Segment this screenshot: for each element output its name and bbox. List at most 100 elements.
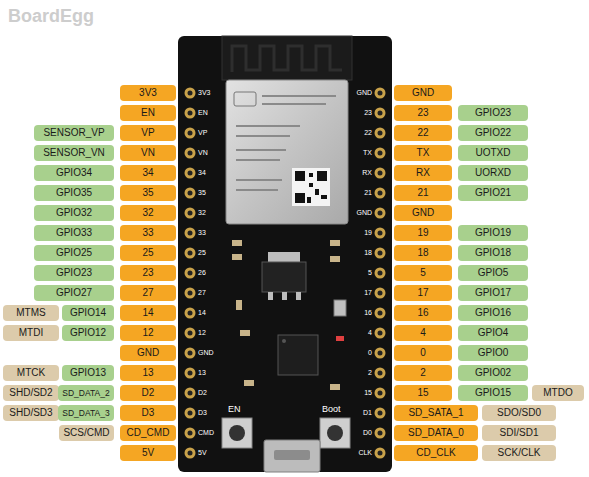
- pin-label: VP: [120, 125, 176, 141]
- pin-text: TX: [417, 147, 430, 158]
- pin-text: GPIO21: [475, 187, 511, 198]
- silkscreen-pin: 4: [368, 329, 372, 337]
- pin-label: GPIO23: [458, 105, 528, 121]
- pin-text: D2: [142, 387, 155, 398]
- pin-text: GPIO33: [56, 227, 92, 238]
- pin-label: GPIO13: [62, 365, 114, 381]
- pin-text: 23: [417, 107, 428, 118]
- pin-text: SDO/SD0: [497, 407, 541, 418]
- silkscreen-pin: 12: [198, 329, 206, 337]
- regulator: [262, 262, 306, 292]
- pin-label: SENSOR_VN: [34, 145, 114, 161]
- smd-parts: [232, 240, 346, 390]
- pin-label: GPIO25: [34, 245, 114, 261]
- silkscreen-pin: 27: [198, 289, 206, 297]
- pin-text: UOTXD: [476, 147, 511, 158]
- pin-label: SD_DATA_3: [58, 405, 114, 421]
- pin-text: 19: [417, 227, 428, 238]
- pin-text: GPIO34: [56, 167, 92, 178]
- pin-text: GPIO5: [478, 267, 509, 278]
- pin-text: GPIO4: [478, 327, 509, 338]
- pin-text: GND: [137, 347, 159, 358]
- silkscreen-pin: 16: [364, 309, 372, 317]
- pin-label: 18: [394, 245, 452, 261]
- pin-text: 12: [142, 327, 153, 338]
- pin-text: MTCK: [17, 367, 45, 378]
- pin-label: 16: [394, 305, 452, 321]
- pin-text: 5V: [142, 447, 154, 458]
- pin-label: SHD/SD3: [3, 405, 59, 421]
- silkscreen-pin: 21: [364, 189, 372, 197]
- pin-text: MTMS: [16, 307, 45, 318]
- pin-label: GPIO22: [458, 125, 528, 141]
- qr-code: [292, 168, 330, 206]
- silkscreen-pin: 13: [198, 369, 206, 377]
- pin-label: SD_SATA_1: [394, 405, 478, 421]
- pin-label: GPIO15: [458, 385, 528, 401]
- pin-label: RX: [394, 165, 452, 181]
- pin-label: SENSOR_VP: [34, 125, 114, 141]
- silkscreen-pin: 5: [368, 269, 372, 277]
- silkscreen-pin: 23: [364, 109, 372, 117]
- pin-text: SCS/CMD: [63, 427, 109, 438]
- pin-text: 25: [142, 247, 153, 258]
- pin-text: SHD/SD2: [9, 387, 52, 398]
- left-header: [180, 83, 200, 463]
- silkscreen-pin: 32: [198, 209, 206, 217]
- silkscreen-pin: 15: [364, 389, 372, 397]
- pin-label: GPIO0: [458, 345, 528, 361]
- antenna-trace: [232, 46, 342, 72]
- pin-label: 25: [120, 245, 176, 261]
- silkscreen-pin: 14: [198, 309, 206, 317]
- pin-text: SD_SATA_1: [408, 407, 463, 418]
- right-header: [370, 83, 390, 463]
- regulator-tab: [268, 252, 300, 262]
- pin-text: 22: [417, 127, 428, 138]
- pin-text: GPIO18: [475, 247, 511, 258]
- pin-label: 33: [120, 225, 176, 241]
- antenna: [222, 36, 352, 80]
- silkscreen-pin: 22: [364, 129, 372, 137]
- pin-text: GPIO25: [56, 247, 92, 258]
- button-label: Boot: [322, 404, 341, 414]
- pin-text: SCK/CLK: [498, 447, 541, 458]
- pin-text: CD_CMD: [127, 427, 170, 438]
- pin-label: 5V: [120, 445, 176, 461]
- pin-label: 0: [394, 345, 452, 361]
- silkscreen-pin: D1: [363, 409, 372, 417]
- pin-text: UORXD: [475, 167, 511, 178]
- pin-label: SHD/SD2: [3, 385, 59, 401]
- pin-label: GPIO18: [458, 245, 528, 261]
- qr-pattern: [295, 171, 327, 203]
- pin-label: GND: [394, 85, 452, 101]
- pin-text: 13: [142, 367, 153, 378]
- pin-label: GPIO35: [34, 185, 114, 201]
- pin-label: GPIO32: [34, 205, 114, 221]
- pin-label: 4: [394, 325, 452, 341]
- pin-text: 2: [420, 367, 426, 378]
- silkscreen-pin: 26: [198, 269, 206, 277]
- silkscreen-pin: EN: [198, 109, 208, 117]
- usb-chip: [278, 335, 318, 375]
- silkscreen-pin: 25: [198, 249, 206, 257]
- pin-text: 23: [142, 267, 153, 278]
- silkscreen-pin: 34: [198, 169, 206, 177]
- en-button: [222, 418, 252, 448]
- pin-label: MTCK: [3, 365, 59, 381]
- pin-text: SD_DATA_0: [408, 427, 464, 438]
- en-button-cap: [229, 425, 245, 441]
- pin-label: MTMS: [3, 305, 59, 321]
- pin-text: GPIO17: [475, 287, 511, 298]
- pin-label: D2: [120, 385, 176, 401]
- module-marking: [236, 96, 336, 190]
- silkscreen-pin: CLK: [358, 449, 372, 457]
- pin-label: SCS/CMD: [59, 425, 114, 441]
- pin-text: GPIO16: [475, 307, 511, 318]
- pin-label: GPIO02: [458, 365, 528, 381]
- pin-label: GPIO27: [34, 285, 114, 301]
- silkscreen-pin: VP: [198, 129, 207, 137]
- pin-text: MTDI: [19, 327, 43, 338]
- pin-text: GPIO15: [475, 387, 511, 398]
- pin-label: GPIO33: [34, 225, 114, 241]
- pin-label: GND: [394, 205, 452, 221]
